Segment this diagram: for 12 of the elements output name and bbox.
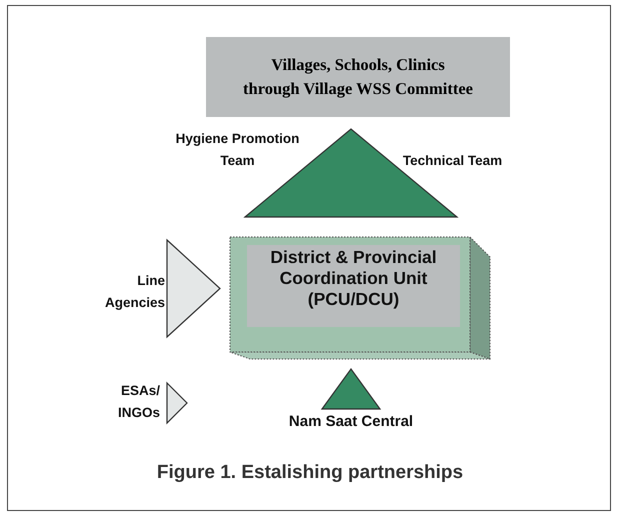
figure-caption: Figure 1. Estalishing partnerships xyxy=(156,462,464,484)
unit-title: District & Provincial Coordination Unit (PCU/DCU) xyxy=(269,247,438,310)
box-text: Villages, Schools, Clinics through Village WSS Committee xyxy=(242,54,474,100)
side-label: Nam Saat Central xyxy=(288,413,414,431)
info-box xyxy=(206,37,510,117)
triangle-shape xyxy=(167,240,220,337)
triangle-shape xyxy=(167,383,187,423)
side-label: ESAs/ INGOs xyxy=(116,382,160,422)
side-label: Technical Team xyxy=(402,152,504,170)
side-label: Line Agencies xyxy=(104,272,165,312)
triangle-shape xyxy=(322,369,380,409)
side-label: Hygiene Promotion Team xyxy=(174,130,300,170)
